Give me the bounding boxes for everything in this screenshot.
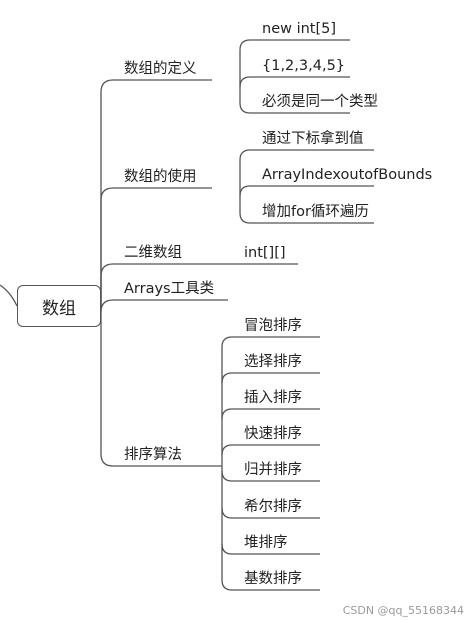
branch-line-2: [100, 263, 240, 306]
child-label-1-0[interactable]: 通过下标拿到值: [262, 131, 364, 147]
child-label-4-3[interactable]: 快速排序: [244, 426, 302, 442]
child-label-1-2[interactable]: 增加for循环遍历: [262, 204, 369, 220]
child-line-4-0: [221, 336, 320, 348]
child-label-0-2[interactable]: 必须是同一个类型: [262, 94, 378, 110]
child-label-4-7[interactable]: 基数排序: [244, 571, 302, 587]
watermark: CSDN @qq_55168344: [342, 604, 464, 617]
child-line-4-2: [221, 408, 320, 420]
root-node[interactable]: 数组: [17, 285, 101, 327]
child-line-0-0: [239, 39, 350, 51]
child-label-4-1[interactable]: 选择排序: [244, 354, 302, 370]
child-label-0-1[interactable]: {1,2,3,4,5}: [262, 58, 346, 74]
child-label-2-0[interactable]: int[][]: [244, 245, 286, 261]
child-label-4-6[interactable]: 堆排序: [244, 535, 288, 551]
child-label-4-0[interactable]: 冒泡排序: [244, 318, 302, 334]
child-line-4-3: [221, 444, 320, 456]
root-node-label: 数组: [42, 298, 76, 319]
root-left-stub: [0, 284, 18, 307]
child-label-4-5[interactable]: 希尔排序: [244, 499, 302, 515]
child-line-1-2: [239, 212, 374, 224]
child-label-1-1[interactable]: ArrayIndexoutofBounds: [262, 167, 433, 183]
branch-line-3: [100, 299, 228, 313]
child-line-4-6: [221, 543, 320, 555]
connector-lines: [0, 39, 374, 591]
child-line-4-7: [221, 579, 320, 591]
child-line-0-1: [239, 76, 350, 88]
child-line-4-5: [221, 507, 320, 519]
child-label-0-0[interactable]: new int[5]: [262, 21, 337, 37]
child-line-1-0: [239, 149, 374, 161]
branch-label-4[interactable]: 排序算法: [124, 447, 182, 463]
branch-label-1[interactable]: 数组的使用: [124, 169, 197, 185]
branch-line-0: [100, 79, 212, 306]
child-line-1-1: [239, 185, 374, 197]
branch-label-2[interactable]: 二维数组: [124, 245, 182, 261]
child-label-4-2[interactable]: 插入排序: [244, 390, 302, 406]
branch-line-4: [100, 306, 222, 467]
branch-line-1: [100, 187, 212, 306]
branch-label-0[interactable]: 数组的定义: [124, 61, 197, 77]
branch-label-3[interactable]: Arrays工具类: [124, 281, 215, 297]
child-line-4-1: [221, 372, 320, 384]
child-line-4-4: [221, 470, 320, 482]
child-line-0-2: [239, 102, 350, 114]
child-label-4-4[interactable]: 归并排序: [244, 462, 302, 478]
